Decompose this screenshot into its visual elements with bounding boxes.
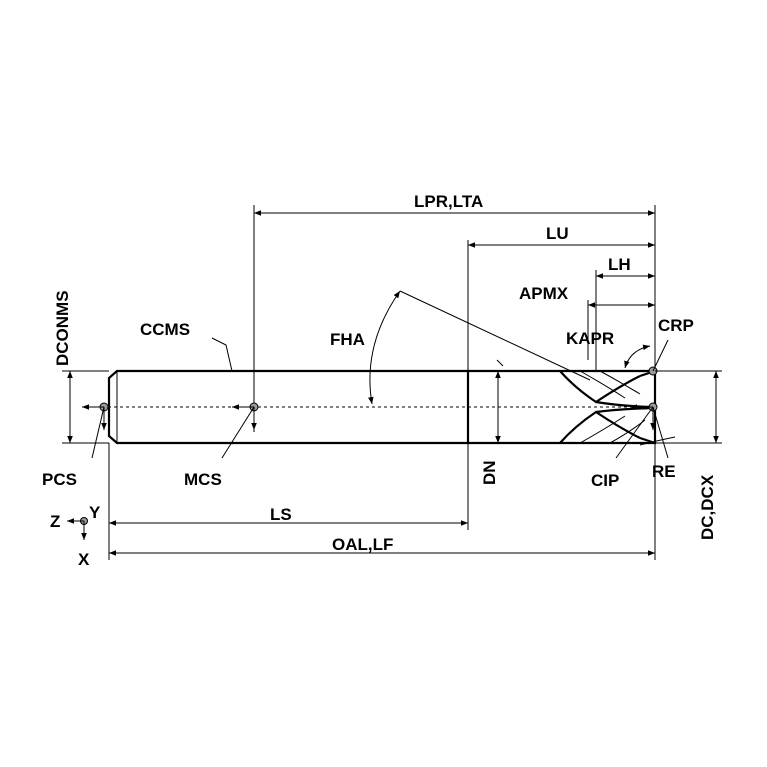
label-re: RE [652, 462, 676, 481]
label-ccms: CCMS [140, 320, 190, 339]
re-leader [652, 406, 669, 459]
label-mcs: MCS [184, 470, 222, 489]
label-lpr-lta: LPR,LTA [414, 192, 483, 211]
pcs-leader [91, 406, 105, 459]
mcs-leader [221, 406, 255, 459]
fha-annotation [368, 290, 591, 405]
re-arc [639, 436, 676, 446]
tool-body [90, 369, 657, 445]
label-lh: LH [608, 255, 631, 274]
label-axis-z: Z [50, 512, 60, 531]
bottom-dimensions [108, 443, 656, 560]
label-dc-dcx: DC,DCX [698, 474, 717, 540]
label-axis-x: X [78, 550, 90, 569]
label-dn: DN [480, 460, 499, 485]
dconms-dimension [62, 370, 109, 444]
label-oal-lf: OAL,LF [332, 535, 393, 554]
top-dimensions [253, 205, 656, 432]
label-axis-y: Y [89, 503, 101, 522]
label-apmx: APMX [519, 284, 569, 303]
kapr-angle-arc [624, 344, 651, 369]
flutes [559, 369, 656, 445]
label-crp: CRP [658, 316, 694, 335]
label-ls: LS [270, 505, 292, 524]
dc-dcx-dimension [655, 370, 722, 444]
crp-leader [652, 339, 669, 372]
label-dconms: DCONMS [53, 290, 72, 366]
label-kapr: KAPR [566, 329, 614, 348]
label-fha: FHA [330, 330, 365, 349]
ccms-leader [211, 337, 233, 372]
label-cip: CIP [591, 471, 619, 490]
coordinate-system-icon [67, 517, 88, 540]
label-lu: LU [546, 224, 569, 243]
cip-leader [615, 406, 654, 459]
label-pcs: PCS [42, 470, 77, 489]
